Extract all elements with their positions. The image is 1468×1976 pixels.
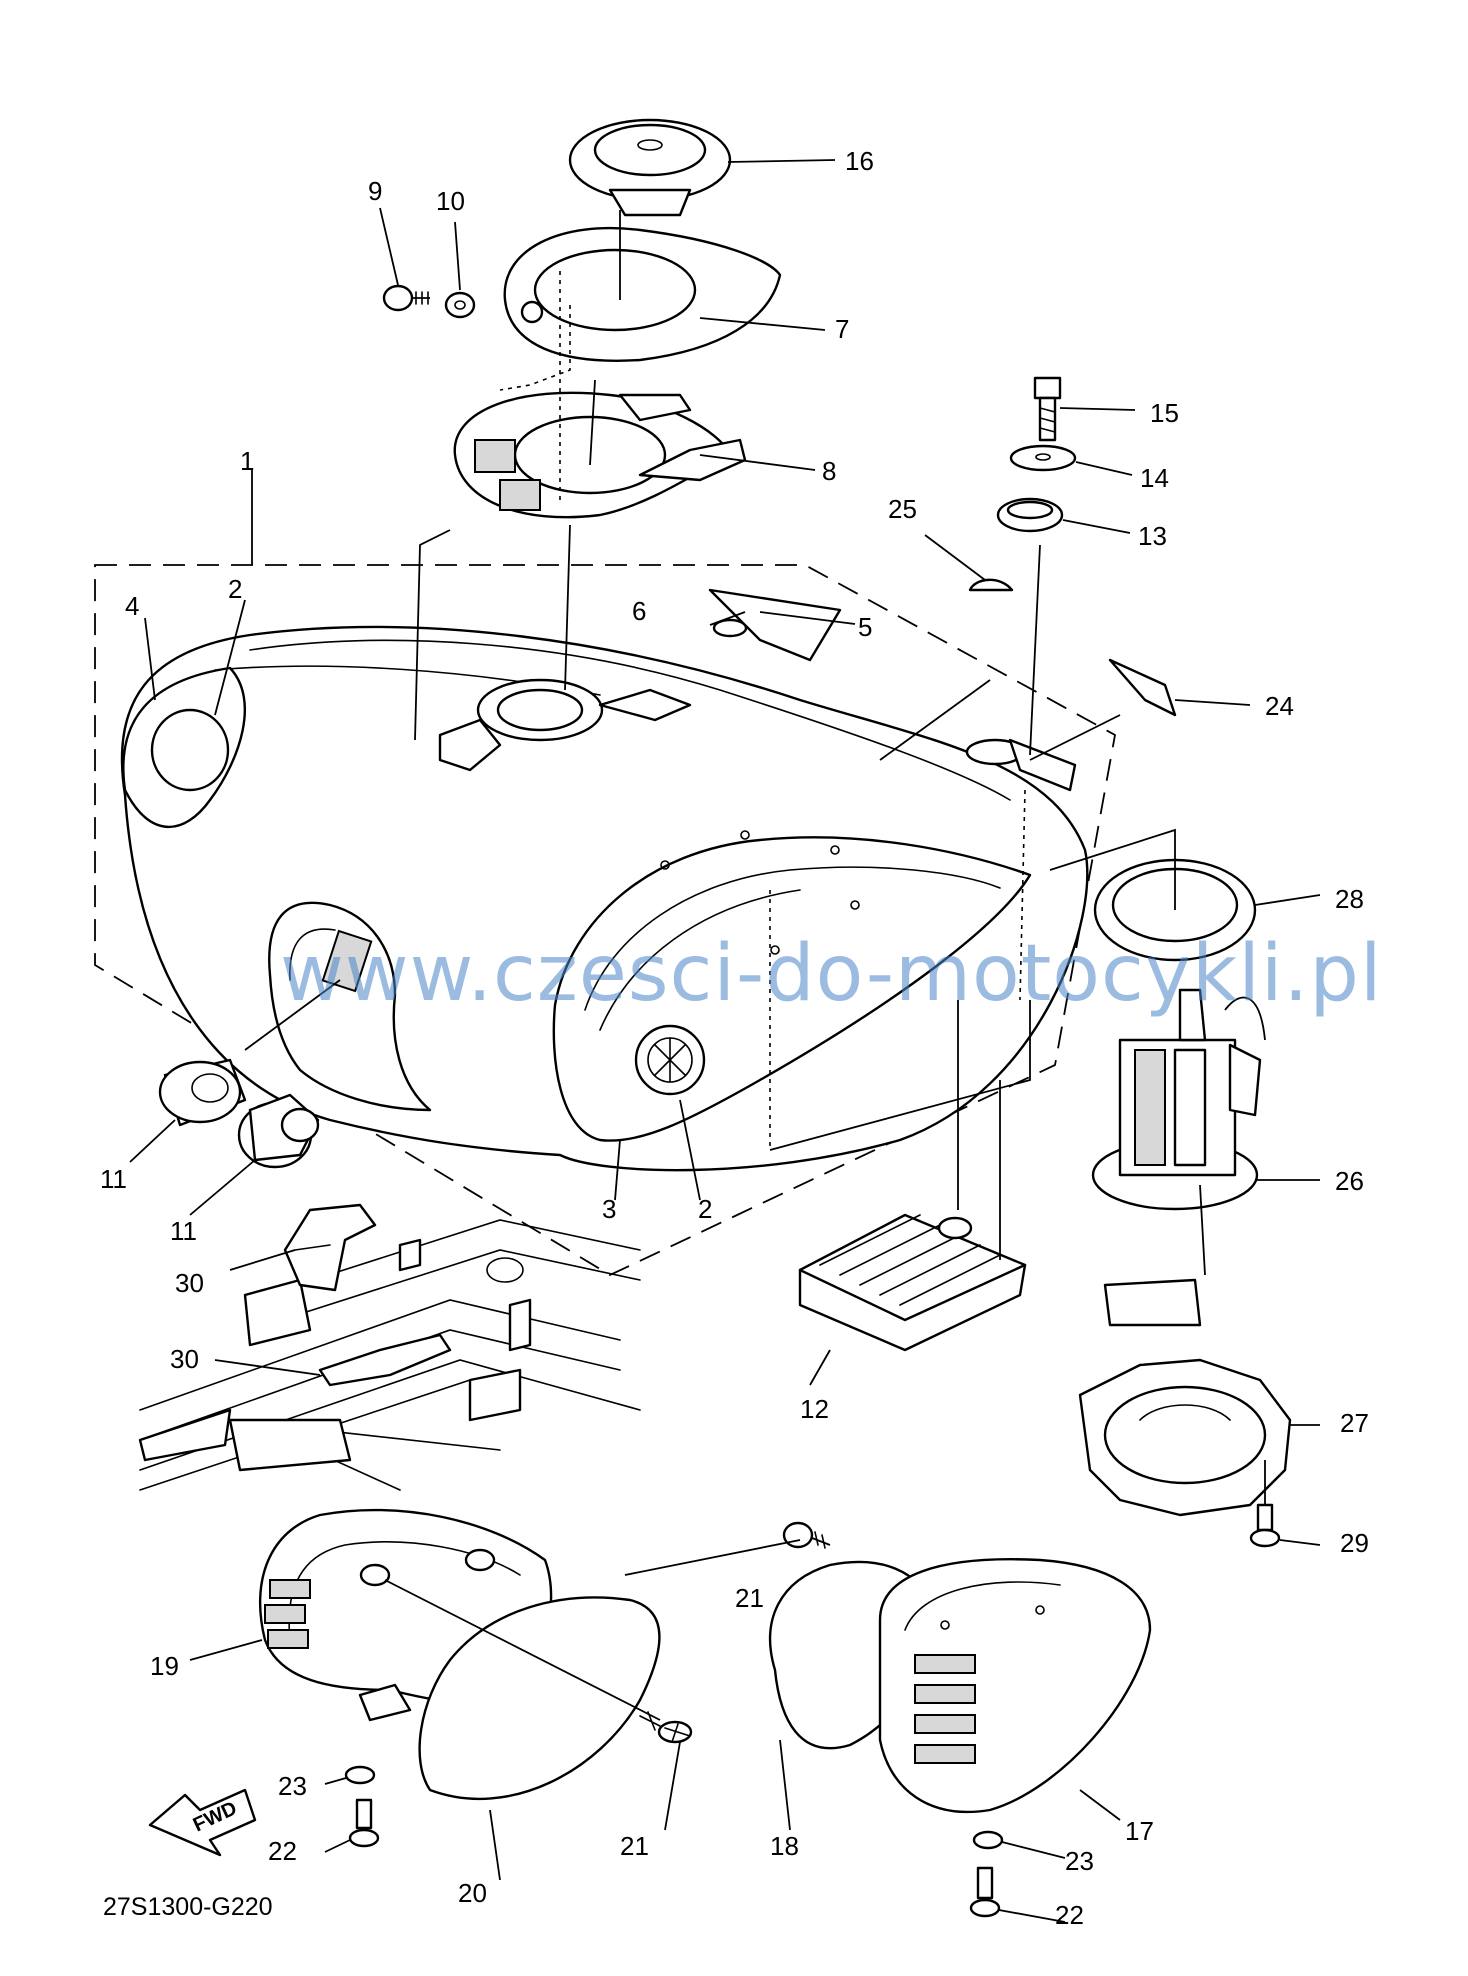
callout-24: 24 bbox=[1265, 691, 1294, 721]
callout-21: 21 bbox=[620, 1831, 649, 1861]
alignment-lines bbox=[414, 210, 1266, 1480]
callout-12: 12 bbox=[800, 1394, 829, 1424]
callout-7: 7 bbox=[835, 314, 849, 344]
callout-2: 2 bbox=[228, 574, 242, 604]
callout-4: 4 bbox=[125, 591, 139, 621]
tank-badge-left bbox=[150, 708, 230, 792]
bolt-15 bbox=[1033, 376, 1062, 442]
watermark: www.czesci-do-motocykli.pl bbox=[280, 929, 1383, 1019]
washer-23a bbox=[344, 1765, 376, 1785]
screw-9 bbox=[382, 284, 430, 312]
callout-28: 28 bbox=[1335, 884, 1364, 914]
screw-29 bbox=[1249, 1480, 1281, 1548]
gasket-plate-27 bbox=[1078, 1358, 1292, 1517]
fuel-cap bbox=[568, 118, 732, 217]
screw-21a bbox=[384, 1579, 693, 1744]
screw-21b bbox=[782, 1521, 831, 1549]
callout-22: 22 bbox=[1055, 1900, 1084, 1930]
callout-30: 30 bbox=[170, 1344, 199, 1374]
hose-30a bbox=[283, 1203, 377, 1292]
callout-22: 22 bbox=[268, 1836, 297, 1866]
side-panel-20 bbox=[418, 1596, 661, 1800]
washer-23b bbox=[972, 1830, 1004, 1850]
callout-20: 20 bbox=[458, 1878, 487, 1908]
leader-lines bbox=[129, 159, 1321, 1923]
grommet-13 bbox=[996, 497, 1064, 533]
pad-6 bbox=[712, 618, 748, 638]
screw-22a bbox=[348, 1798, 380, 1848]
callout-5: 5 bbox=[858, 612, 872, 642]
callout-2: 2 bbox=[698, 1194, 712, 1224]
tank-assembly-boundary bbox=[94, 564, 1117, 1277]
diagram-code: 27S1300-G220 bbox=[103, 1893, 273, 1921]
callout-15: 15 bbox=[1150, 398, 1179, 428]
washer-14 bbox=[1009, 444, 1077, 472]
callout-13: 13 bbox=[1138, 521, 1167, 551]
callout-30: 30 bbox=[175, 1268, 204, 1298]
callout-21: 21 bbox=[735, 1583, 764, 1613]
callout-16: 16 bbox=[845, 146, 874, 176]
callout-26: 26 bbox=[1335, 1166, 1364, 1196]
fuel-tank bbox=[120, 625, 1089, 1172]
callout-3: 3 bbox=[602, 1194, 616, 1224]
label-5 bbox=[708, 588, 842, 662]
pad-25 bbox=[968, 578, 1014, 592]
damper-11b bbox=[237, 1093, 320, 1169]
tank-bracket-plate bbox=[453, 391, 747, 519]
callout-25: 25 bbox=[888, 494, 917, 524]
callout-8: 8 bbox=[822, 456, 836, 486]
callout-1: 1 bbox=[240, 446, 254, 476]
hose-30b bbox=[318, 1333, 452, 1387]
callout-27: 27 bbox=[1340, 1408, 1369, 1438]
callout-10: 10 bbox=[436, 186, 465, 216]
washer-10 bbox=[444, 291, 476, 319]
callout-18: 18 bbox=[770, 1831, 799, 1861]
damper-11a bbox=[158, 1058, 247, 1127]
side-cover-17 bbox=[878, 1558, 1152, 1814]
label-24 bbox=[1108, 658, 1177, 717]
callout-11: 11 bbox=[170, 1216, 197, 1246]
callout-17: 17 bbox=[1125, 1816, 1154, 1846]
frame-section bbox=[138, 1219, 641, 1491]
callout-23: 23 bbox=[1065, 1846, 1094, 1876]
screw-22b bbox=[969, 1866, 1001, 1918]
callout-11: 11 bbox=[100, 1164, 127, 1194]
fuel-pump-26 bbox=[1091, 988, 1266, 1327]
callout-29: 29 bbox=[1340, 1528, 1369, 1558]
callout-6: 6 bbox=[632, 596, 646, 626]
callout-14: 14 bbox=[1140, 463, 1169, 493]
damper-block-12 bbox=[798, 1213, 1027, 1352]
callout-9: 9 bbox=[368, 176, 382, 206]
callout-19: 19 bbox=[150, 1651, 179, 1681]
filler-cover bbox=[503, 226, 782, 362]
callout-23: 23 bbox=[278, 1771, 307, 1801]
fwd-arrow-icon: FWD bbox=[148, 1788, 257, 1857]
